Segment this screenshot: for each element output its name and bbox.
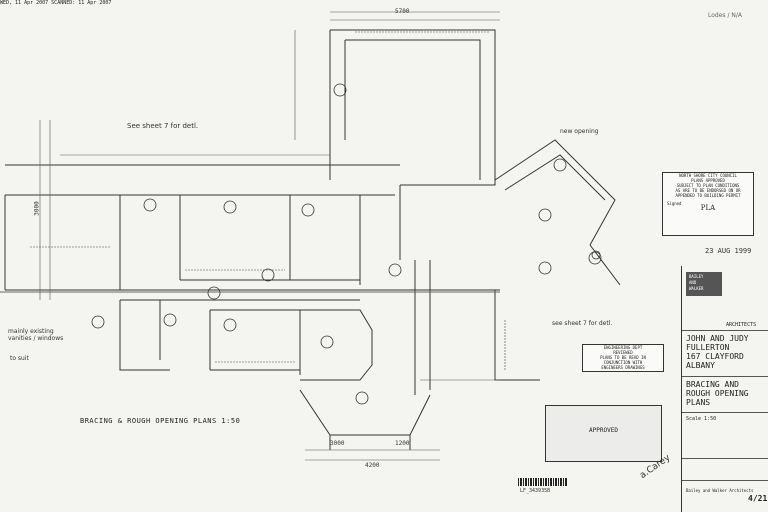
plan-title: BRACING & ROUGH OPENING PLANS 1:50 [80,417,241,425]
new-opening-note: new opening [560,128,599,135]
drawing-title: BRACING AND ROUGH OPENING PLANS [686,380,749,407]
sheet-number: 4/21 [748,494,768,503]
top-dimension: 5700 [395,8,410,15]
bottom-dimension-3: 4200 [365,462,380,469]
barcode [518,478,568,486]
mainly-existing-note: mainly existing vanities / windows [8,328,64,342]
scan-header: WED, 11 Apr 2007 SCANNED: 11 Apr 2007 [0,0,112,6]
firm-name: Bailey and Walker Architects [686,488,754,493]
to-suit-note: to suit [10,355,29,362]
barcode-label: LF_343935B [520,488,551,494]
approval-stamp-large: APPROVED [545,405,662,462]
signature: PLA [700,204,716,212]
top-right-note: Lodes / N/A [708,12,742,19]
building-approval-stamp: NORTH SHORE CITY COUNCIL PLANS APPROVED … [662,172,754,236]
title-block: BAILEY AND WALKER ARCHITECTS JOHN AND JU… [681,266,768,512]
bottom-dimension-1: 3000 [330,440,345,447]
architects-label: ARCHITECTS [726,322,757,328]
engineering-stamp: ENGINEERING DEPT REVIEWED PLANS TO BE RE… [582,344,664,372]
scale-label: Scale 1:50 [686,416,717,422]
see-sheet-note: See sheet 7 for detl. [127,122,199,130]
date-stamp: 23 AUG 1999 [705,247,752,255]
see-sheet-lower-note: see sheet 7 for detl. [552,320,613,327]
firm-logo: BAILEY AND WALKER [686,272,722,296]
bottom-dimension-2: 1200 [395,440,410,447]
project-name: JOHN AND JUDY FULLERTON 167 CLAYFORD ALB… [686,334,749,370]
left-dimension: 3000 [33,201,41,216]
